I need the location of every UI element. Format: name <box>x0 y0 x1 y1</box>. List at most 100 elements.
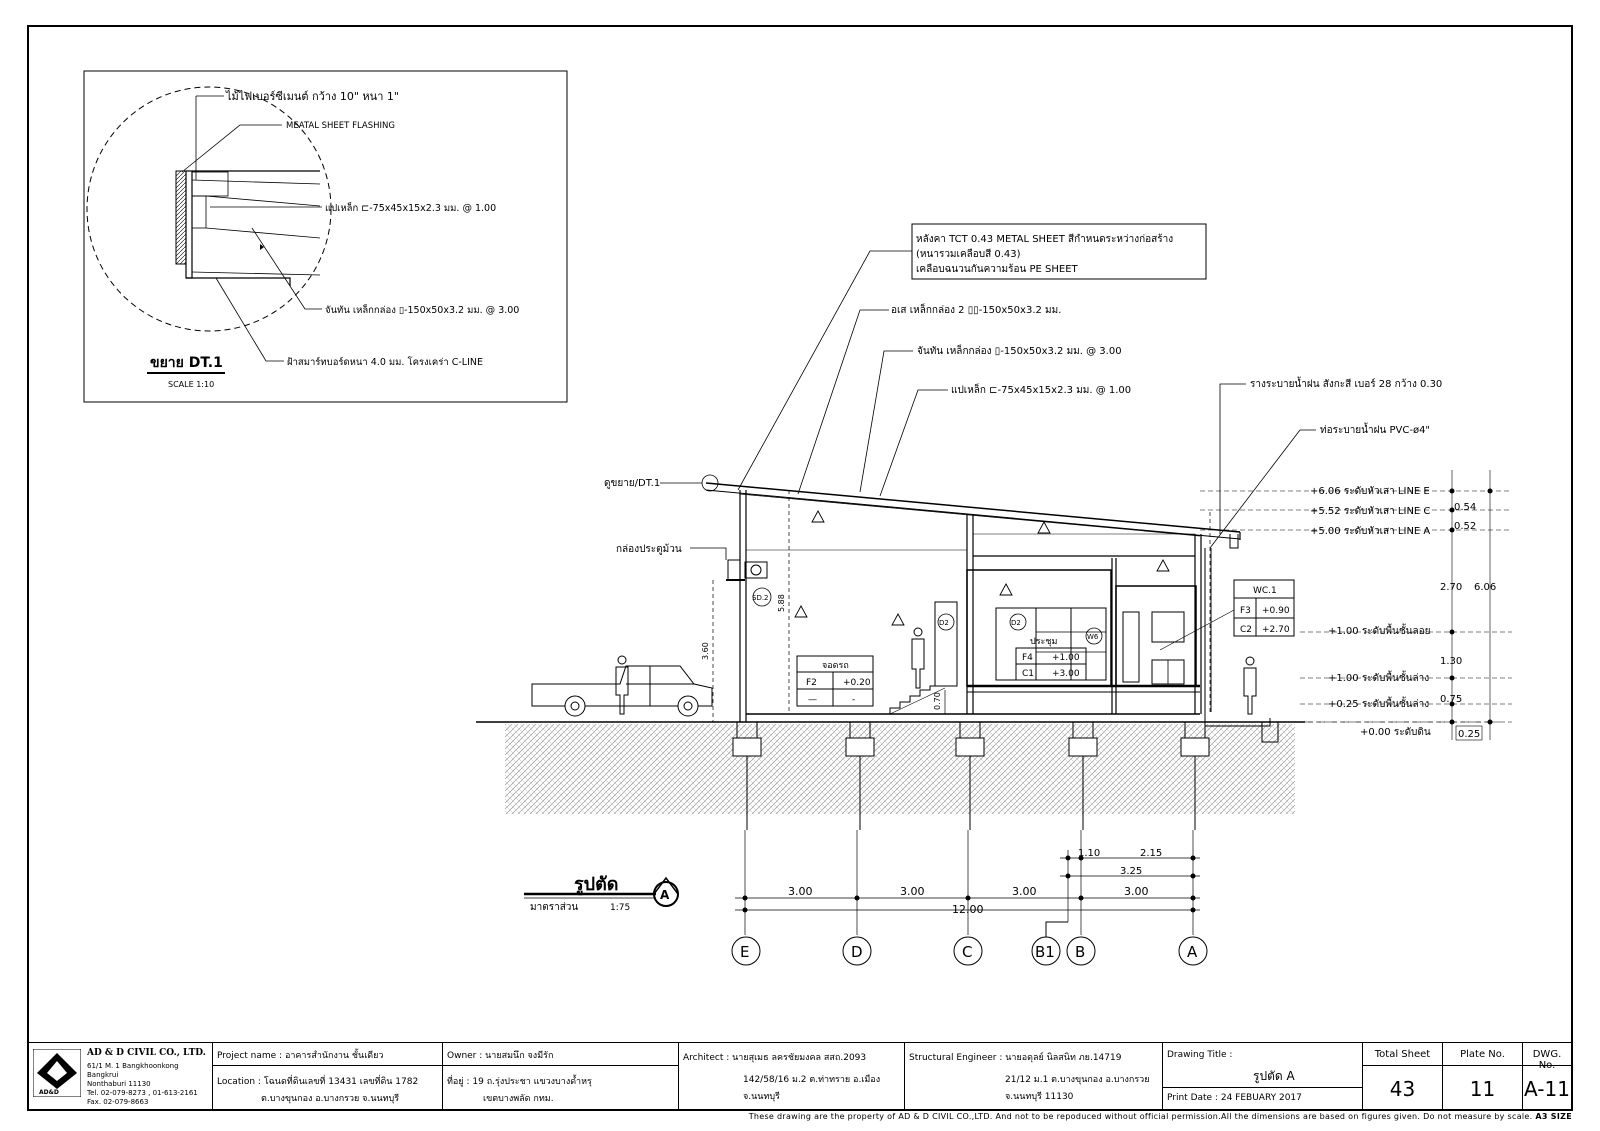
detail-dt1: ไม้ไฟเบอร์ซีเมนต์ กว้าง 10" หนา 1" MEATA… <box>83 70 568 403</box>
callout-shutter: กล่องประตูม้วน <box>616 543 682 555</box>
callout-roof-3: เคลือบฉนวนกันความร้อน PE SHEET <box>916 263 1079 275</box>
structural-label: Structural Engineer : <box>909 1053 1003 1063</box>
total-sheet-value: 43 <box>1389 1077 1416 1101</box>
grid-b: B <box>1075 943 1085 961</box>
grid-a: A <box>1187 943 1198 961</box>
total-sheet-cell: Total Sheet 43 <box>1363 1043 1443 1109</box>
dwg-no-value: A-11 <box>1524 1077 1570 1101</box>
grid-d: D <box>851 943 863 961</box>
location-line-2: ต.บางขุนกอง อ.บางกรวย จ.นนทบุรี <box>261 1094 400 1104</box>
callout-roof-1: หลังคา TCT 0.43 METAL SHEET สีกำหนดระหว่… <box>916 233 1173 245</box>
print-date: 24 FEBUARY 2017 <box>1220 1093 1302 1103</box>
project-label: Project name : <box>217 1051 283 1061</box>
structural-address-2: จ.นนทบุรี 11130 <box>1005 1092 1074 1102</box>
meeting-ceiling-level: +3.00 <box>1052 669 1080 679</box>
fascia-board <box>175 170 187 265</box>
dim-0-52: 0.52 <box>1454 521 1476 532</box>
detail-circle <box>86 86 332 332</box>
dim-b-a: 2.15 <box>1140 848 1162 859</box>
tag-w6: W6 <box>1087 633 1099 641</box>
owner-name: นายสมนึก จงมีรัก <box>485 1051 554 1061</box>
dim-b1-b: 1.10 <box>1078 848 1100 859</box>
meeting-ceiling-code: C1 <box>1022 669 1034 679</box>
soil-hatch <box>505 724 1295 814</box>
total-sheet-label: Total Sheet <box>1374 1049 1431 1060</box>
architect-name: นายสุเมธ ลครชัยมงคล สสถ.2093 <box>732 1053 867 1063</box>
wc-ceiling-code: C2 <box>1240 625 1252 635</box>
dim-6-06: 6.06 <box>1474 582 1496 593</box>
architect-cell: Architect : นายสุเมธ ลครชัยมงคล สสถ.2093… <box>679 1043 905 1109</box>
dim-0-54: 0.54 <box>1454 502 1476 513</box>
address-line-2: เขตบางพลัด กทม. <box>483 1094 554 1104</box>
detail-note-rafter: จันทัน เหล็กกล่อง ▯-150x50x3.2 มม. @ 3.0… <box>325 303 519 316</box>
section-scale-label: มาตราส่วน <box>530 902 578 913</box>
detail-note-fiber: ไม้ไฟเบอร์ซีเมนต์ กว้าง 10" หนา 1" <box>225 90 399 103</box>
wc-floor-level: +0.90 <box>1262 606 1290 616</box>
project-name: อาคารสำนักงาน ชั้นเดียว <box>284 1051 384 1061</box>
drawing-title-label: Drawing Title : <box>1167 1050 1233 1060</box>
person-icons <box>615 627 1257 715</box>
company-cell: AD&D AD & D CIVIL CO., LTD. 61/1 M. 1 Ba… <box>29 1043 213 1109</box>
sheet-size: A3 SIZE <box>1535 1112 1572 1121</box>
level-0-25: +0.25 ระดับพื้นชั้นล่าง <box>1328 696 1429 710</box>
print-date-label: Print Date : <box>1167 1093 1218 1103</box>
grid-c: C <box>962 943 972 961</box>
section-a: 3.60 5.88 0.70 จอดรถ F2 +0.20 — - ประชุม… <box>476 223 1512 966</box>
meeting-floor-level: +1.00 <box>1052 653 1080 663</box>
architect-label: Architect : <box>683 1053 730 1063</box>
grid-bubbles <box>731 921 1208 966</box>
detail-note-flashing: MEATAL SHEET FLASHING <box>286 121 395 131</box>
meeting-floor-code: F4 <box>1022 653 1033 663</box>
location-line-1: โฉนดที่ดินเลขที่ 13431 เลขที่ดิน 1782 <box>263 1077 419 1087</box>
parking-ceiling-level: - <box>852 695 855 705</box>
levels: +6.06 ระดับหัวเสา LINE E +5.52 ระดับหัวเ… <box>1310 486 1431 738</box>
dim-bay-d-c: 3.00 <box>900 885 925 898</box>
plate-no-cell: Plate No. 11 <box>1443 1043 1523 1109</box>
footer-disclaimer: These drawing are the property of AD & D… <box>748 1112 1533 1121</box>
wc-floor-code: F3 <box>1240 606 1251 616</box>
section-scale-value: 1:75 <box>610 903 630 913</box>
section-title: รูปตัด <box>574 874 618 896</box>
address-label: ที่อยู่ : <box>447 1077 470 1087</box>
level-5-52: +5.52 ระดับหัวเสา LINE C <box>1310 506 1430 517</box>
grid-b1: B1 <box>1035 943 1055 961</box>
level-5-00: +5.00 ระดับหัวเสา LINE A <box>1310 526 1430 537</box>
warning-icons <box>794 510 1170 626</box>
project-cell: Project name : อาคารสำนักงาน ชั้นเดียว L… <box>213 1043 443 1109</box>
dim-1-30: 1.30 <box>1440 656 1462 667</box>
company-line-4: Fax. 02-079-8663 <box>87 1098 149 1106</box>
dim-b1-a: 3.25 <box>1120 866 1142 877</box>
location-label: Location : <box>217 1077 261 1087</box>
level-6-06: +6.06 ระดับหัวเสา LINE E <box>1310 486 1430 497</box>
company-name: AD & D CIVIL CO., LTD. <box>87 1048 206 1058</box>
callout-rafter: จันทัน เหล็กกล่อง ▯-150x50x3.2 มม. @ 3.0… <box>917 343 1122 357</box>
detail-note-purlin: แปเหล็ก ⊏-75x45x15x2.3 มม. @ 1.00 <box>325 201 496 214</box>
detail-scale: SCALE 1:10 <box>168 380 214 389</box>
callout-detail-ref: ดูขยาย/DT.1 <box>604 478 660 489</box>
level-0-00: +0.00 ระดับดิน <box>1360 727 1431 738</box>
logo-text: AD&D <box>39 1089 59 1096</box>
detail-title: ขยาย DT.1 <box>150 355 223 371</box>
level-1-00-mezz: +1.00 ระดับพื้นชั้นลอย <box>1328 623 1430 637</box>
structural-address-1: 21/12 ม.1 ต.บางขุนกอง อ.บางกรวย <box>1005 1075 1150 1085</box>
columns <box>739 490 1202 722</box>
company-line-2: Nonthaburi 11130 <box>87 1080 151 1088</box>
dim-0-70: 0.70 <box>933 692 942 710</box>
callout-pipe: ท่อระบายน้ำฝน PVC-ø4" <box>1320 422 1430 436</box>
drawing-title-cell: Drawing Title : รูปตัด A Print Date : 24… <box>1163 1043 1363 1109</box>
architect-address-2: จ.นนทบุรี <box>743 1092 780 1102</box>
detail-note-ceiling: ฝ้าสมาร์ทบอร์ดหนา 4.0 มม. โครงเคร่า C-LI… <box>287 356 483 368</box>
detail-frame <box>83 70 568 403</box>
tag-sd2: SD.2 <box>752 594 769 602</box>
plate-no-value: 11 <box>1469 1077 1496 1101</box>
footer-note: These drawing are the property of AD & D… <box>0 1112 1572 1121</box>
dim-3-60: 3.60 <box>701 642 710 660</box>
structural-cell: Structural Engineer : นายอดุลย์ นิลสนิท … <box>905 1043 1163 1109</box>
car-icon <box>531 665 713 717</box>
room-label-parking: จอดรถ <box>822 661 849 671</box>
owner-label: Owner : <box>447 1051 483 1061</box>
room-label-meeting: ประชุม <box>1030 637 1057 647</box>
grid-e: E <box>740 943 749 961</box>
sheet-border <box>27 25 1573 1111</box>
section-title-mark: A <box>660 888 670 902</box>
